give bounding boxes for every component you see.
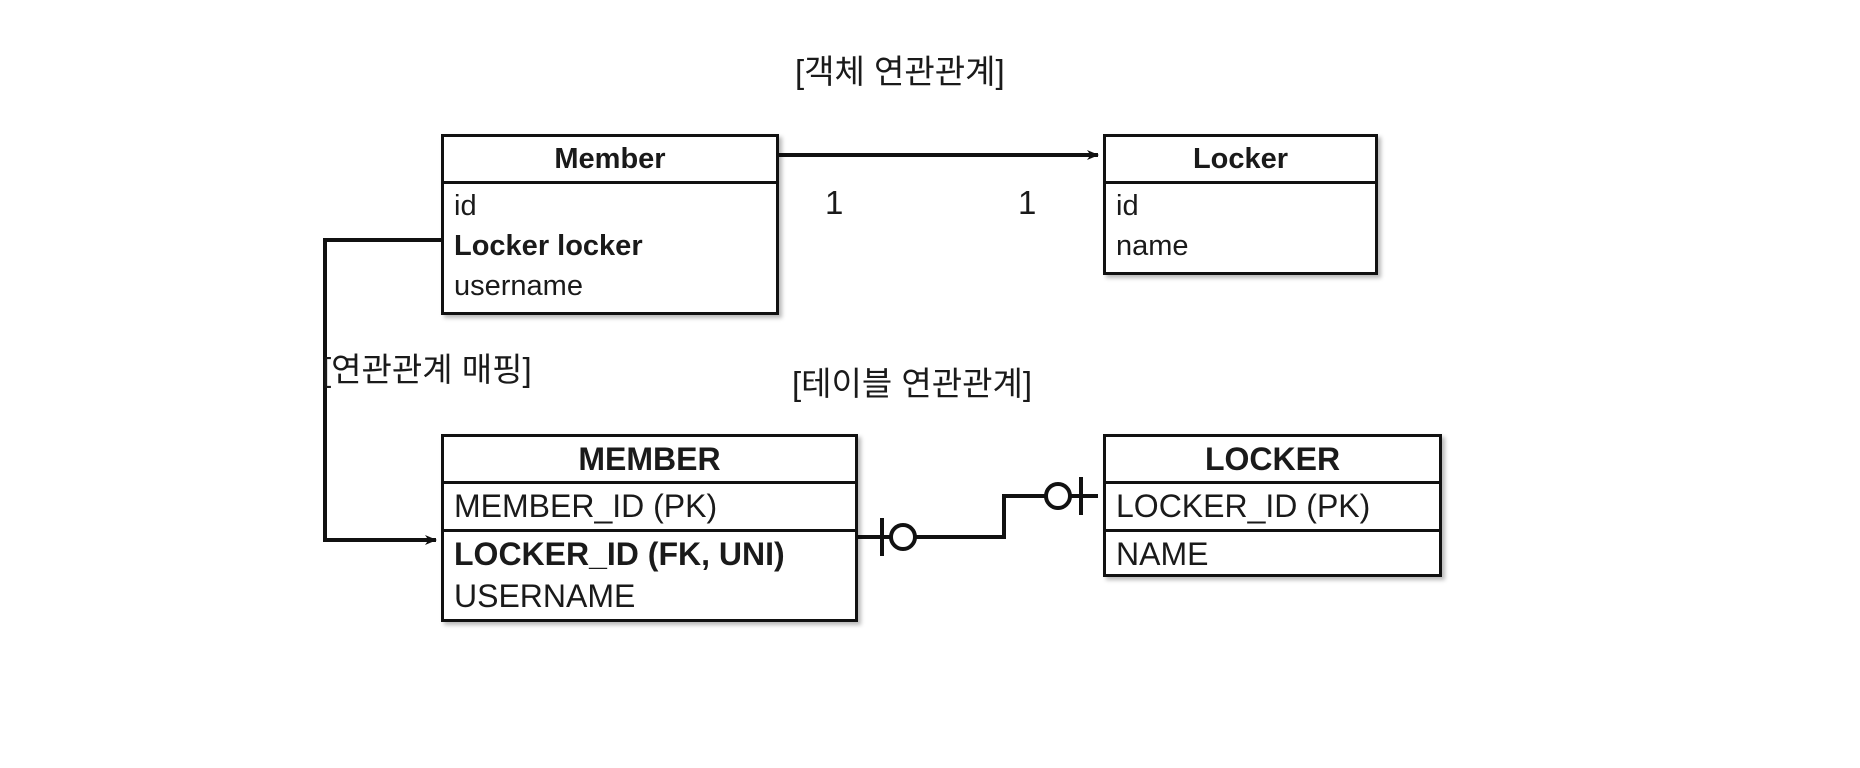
entity-member[interactable]: Member id Locker locker username xyxy=(441,134,779,315)
entity-member-field-list: id Locker locker username xyxy=(444,184,776,312)
entity-member-field-id: id xyxy=(454,190,477,222)
entity-locker-field-id: id xyxy=(1116,190,1139,222)
cardinality-label-member-side: 1 xyxy=(825,184,844,221)
entity-locker-table[interactable]: LOCKER LOCKER_ID (PK) NAME xyxy=(1103,434,1442,577)
entity-locker[interactable]: Locker id name xyxy=(1103,134,1378,275)
mapping-arrow xyxy=(323,238,441,545)
cardinality-label-locker-side: 1 xyxy=(1018,184,1037,221)
entity-member-table-field-locker-id: LOCKER_ID (FK, UNI) xyxy=(444,529,855,574)
entity-member-table-title: MEMBER xyxy=(444,437,855,484)
entity-member-table-field-username: USERNAME xyxy=(454,578,636,614)
caption-object-relation: [객체 연관관계] xyxy=(795,53,1005,90)
entity-locker-title: Locker xyxy=(1106,137,1375,184)
caption-table-relation: [테이블 연관관계] xyxy=(792,365,1033,402)
entity-locker-table-field-name: NAME xyxy=(1106,529,1439,574)
entity-member-table-field-member-id: MEMBER_ID (PK) xyxy=(454,488,718,524)
entity-member-field-locker: Locker locker xyxy=(454,230,643,262)
table-relationship-connector xyxy=(858,477,1098,556)
notation-zero-or-one-member xyxy=(880,518,917,556)
entity-locker-table-field-locker-id: LOCKER_ID (PK) xyxy=(1116,488,1371,524)
entity-member-title: Member xyxy=(444,137,776,184)
entity-locker-field-name: name xyxy=(1116,230,1189,262)
entity-locker-table-title: LOCKER xyxy=(1106,437,1439,484)
entity-member-field-username: username xyxy=(454,270,583,302)
entity-member-table[interactable]: MEMBER MEMBER_ID (PK) LOCKER_ID (FK, UNI… xyxy=(441,434,858,622)
notation-zero-or-one-locker xyxy=(1044,477,1083,515)
caption-relation-mapping: [연관관계 매핑] xyxy=(322,351,532,388)
entity-locker-field-list: id name xyxy=(1106,184,1375,272)
